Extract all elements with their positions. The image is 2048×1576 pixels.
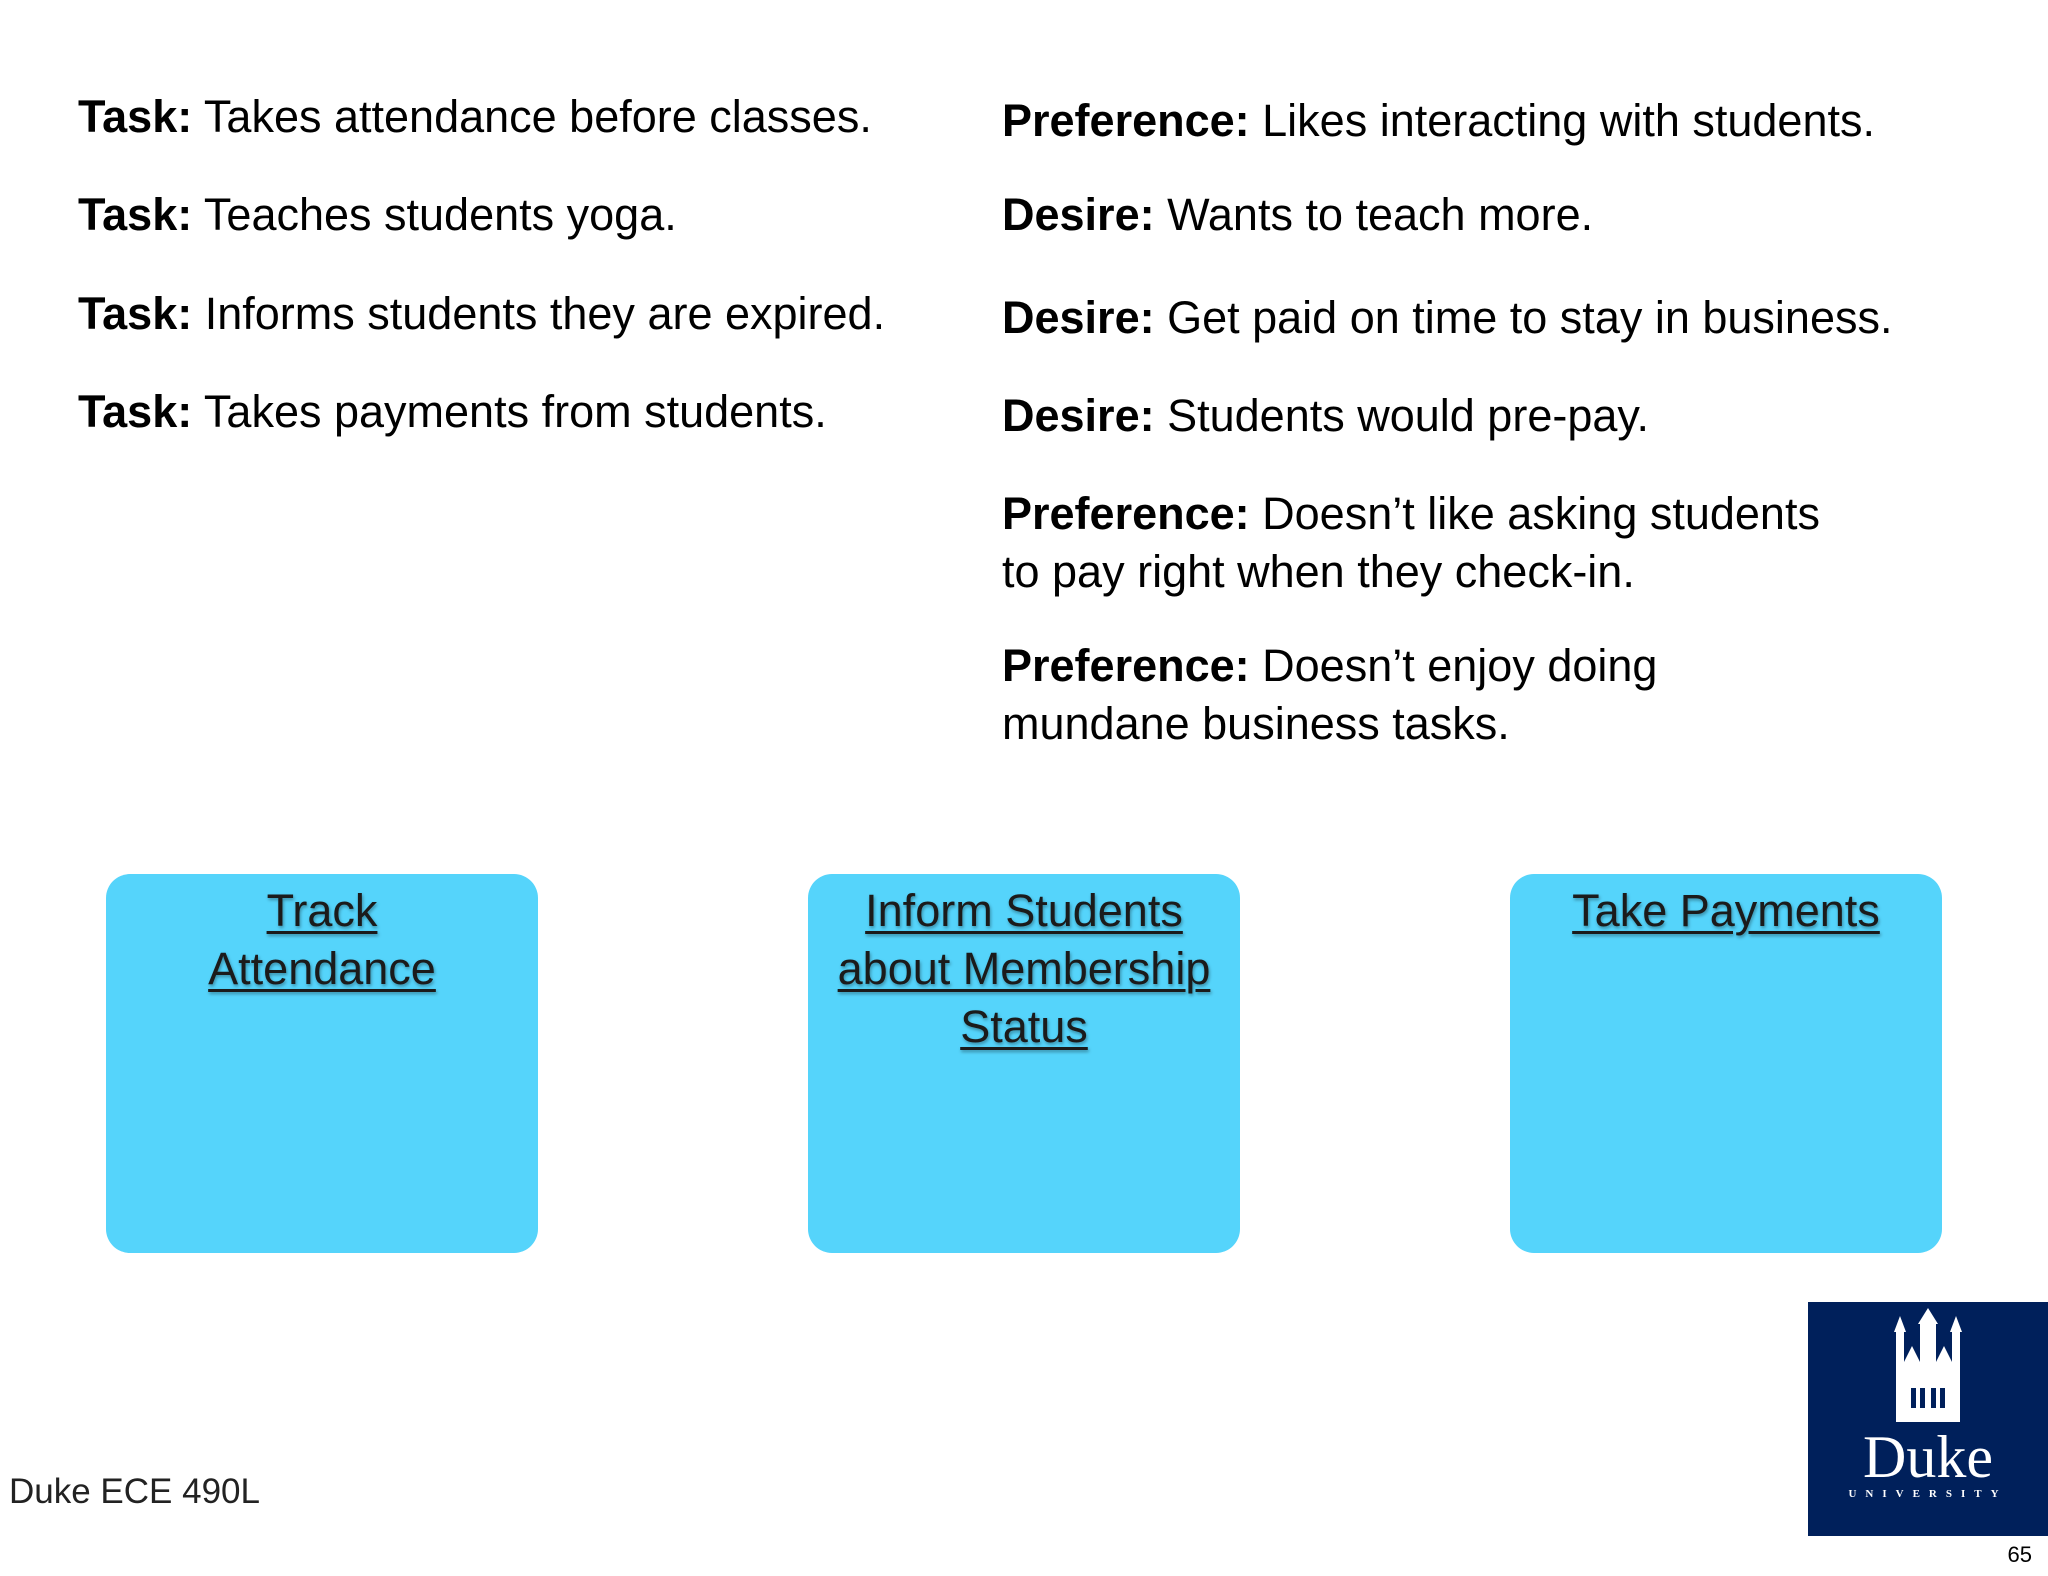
task-statement: Task: Takes payments from students. <box>78 383 827 441</box>
card-title[interactable]: Take Payments <box>1510 882 1942 940</box>
task-text: Teaches students yoga. <box>203 189 677 240</box>
card-title[interactable]: Track Attendance <box>106 882 538 998</box>
task-label: Task: <box>78 189 193 240</box>
task-label: Task: <box>78 288 193 339</box>
need-text: Students would pre-pay. <box>1167 390 1650 441</box>
need-label: Desire: <box>1002 292 1155 343</box>
logo-subtitle: UNIVERSITY <box>1848 1488 2008 1500</box>
need-statement: Preference: Doesn’t like asking students… <box>1002 485 1820 601</box>
need-label: Desire: <box>1002 189 1155 240</box>
need-statement: Desire: Wants to teach more. <box>1002 186 1593 244</box>
task-statement: Task: Takes attendance before classes. <box>78 88 872 146</box>
need-label: Preference: <box>1002 95 1250 146</box>
need-text: Wants to teach more. <box>1167 189 1594 240</box>
need-label: Preference: <box>1002 640 1250 691</box>
need-text: Doesn’t like asking students <box>1262 488 1820 539</box>
task-label: Task: <box>78 386 193 437</box>
need-text: Doesn’t enjoy doing <box>1262 640 1658 691</box>
card-title-line: Attendance <box>208 943 436 994</box>
feature-card-inform-students: Inform Students about Membership Status <box>808 874 1240 1253</box>
need-text-continued: mundane business tasks. <box>1002 698 1510 749</box>
need-statement: Preference: Doesn’t enjoy doing mundane … <box>1002 637 1657 753</box>
chapel-icon <box>1894 1308 1962 1422</box>
need-text-continued: to pay right when they check-in. <box>1002 546 1635 597</box>
need-statement: Preference: Likes interacting with stude… <box>1002 92 1875 150</box>
card-title-line: Inform Students <box>865 885 1183 936</box>
task-statement: Task: Informs students they are expired. <box>78 285 885 343</box>
course-footer: Duke ECE 490L <box>9 1472 260 1511</box>
task-text: Takes attendance before classes. <box>203 91 872 142</box>
need-text: Likes interacting with students. <box>1262 95 1875 146</box>
task-label: Task: <box>78 91 193 142</box>
feature-card-take-payments: Take Payments <box>1510 874 1942 1253</box>
need-statement: Desire: Students would pre-pay. <box>1002 387 1649 445</box>
need-statement: Desire: Get paid on time to stay in busi… <box>1002 289 1892 347</box>
need-text: Get paid on time to stay in business. <box>1167 292 1893 343</box>
card-title-line: Take Payments <box>1572 885 1880 936</box>
card-title-line: Track <box>266 885 378 936</box>
task-statement: Task: Teaches students yoga. <box>78 186 677 244</box>
need-label: Preference: <box>1002 488 1250 539</box>
page-number: 65 <box>2007 1542 2032 1567</box>
feature-card-track-attendance: Track Attendance <box>106 874 538 1253</box>
need-label: Desire: <box>1002 390 1155 441</box>
card-title-line: Status <box>960 1001 1088 1052</box>
task-text: Takes payments from students. <box>203 386 827 437</box>
task-text: Informs students they are expired. <box>204 288 886 339</box>
duke-logo: Duke UNIVERSITY <box>1808 1302 2048 1536</box>
card-title-line: about Membership <box>837 943 1211 994</box>
card-title[interactable]: Inform Students about Membership Status <box>808 882 1240 1056</box>
logo-wordmark: Duke <box>1863 1424 1993 1490</box>
